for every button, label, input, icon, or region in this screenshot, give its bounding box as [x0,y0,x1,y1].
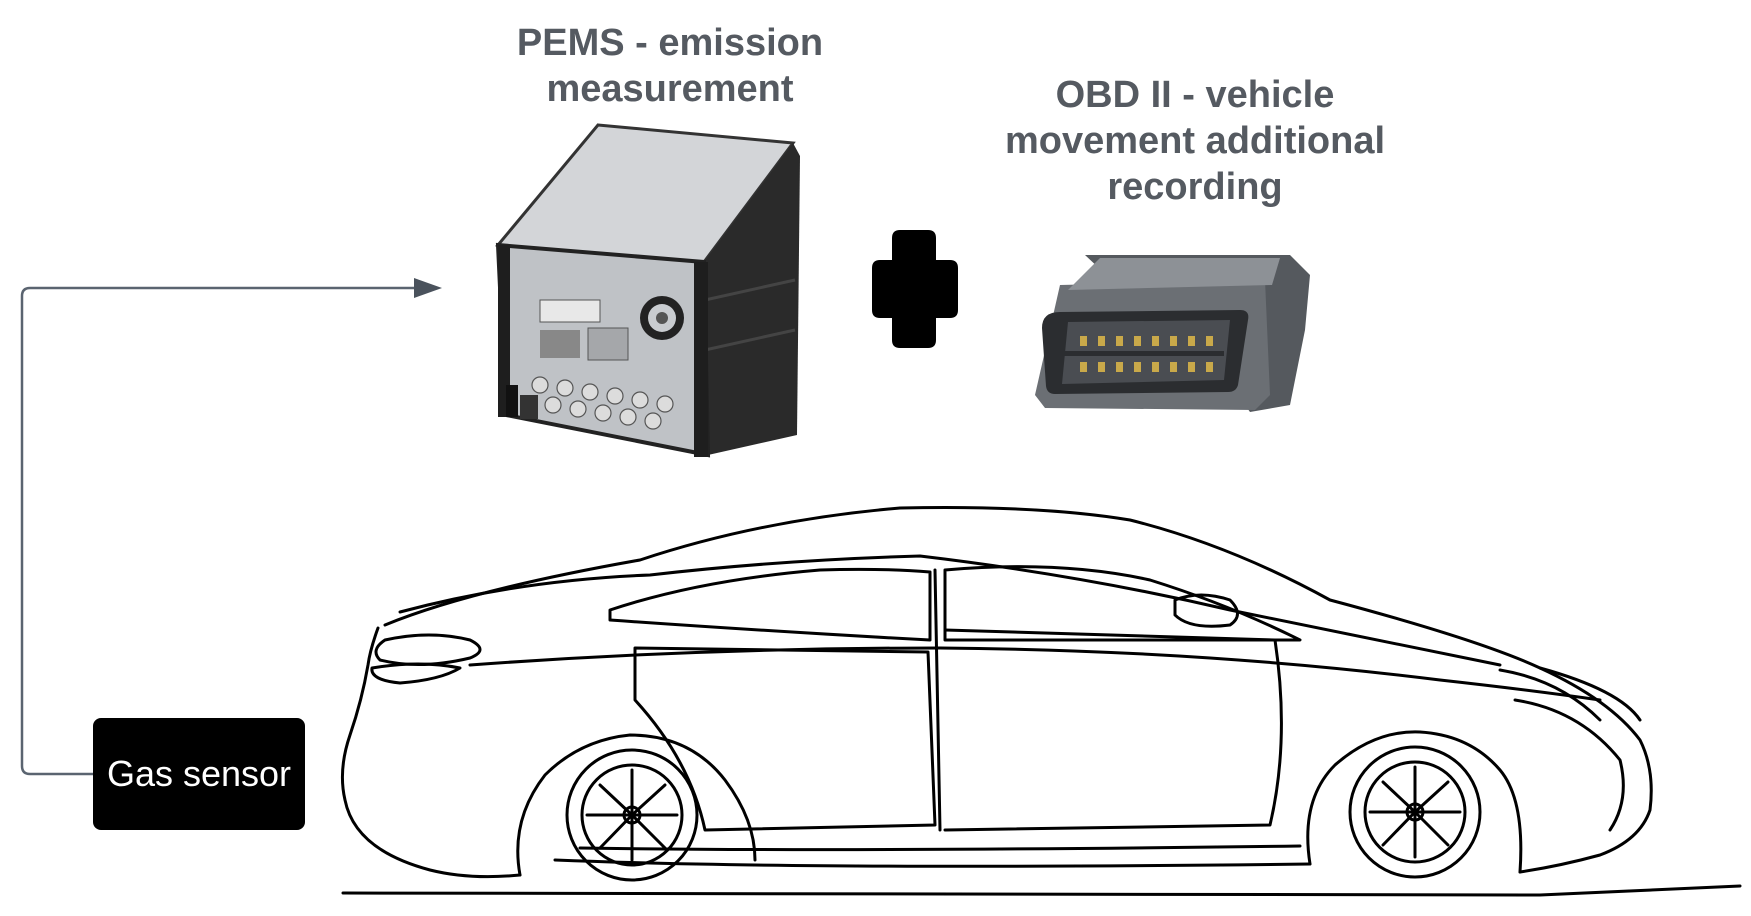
car-outline-icon [340,506,1742,897]
sensor-to-pems-arrow [20,278,442,776]
obd-connector-icon [1035,255,1310,412]
pems-label: PEMS - emission measurement [516,22,824,110]
pems-device-icon [494,123,800,458]
gas-sensor-label: Gas sensor [106,753,292,794]
gas-sensor-box: Gas sensor [93,718,305,830]
obd-label: OBD II - vehicle movement additional rec… [1004,74,1386,208]
arrow-icon [414,278,442,298]
plus-icon [872,230,958,348]
